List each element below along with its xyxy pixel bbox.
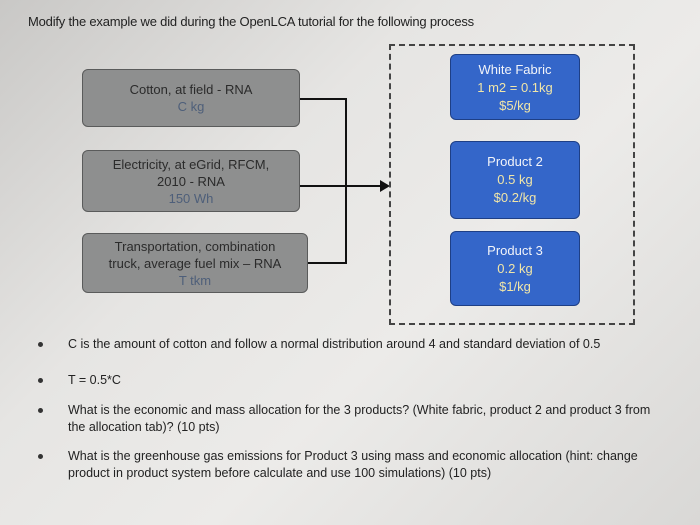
- input-transport-name-1: Transportation, combination: [114, 239, 276, 254]
- product-white-fabric-box: White Fabric 1 m2 = 0.1kg $5/kg: [450, 54, 580, 120]
- product-3-name: Product 3: [487, 243, 543, 258]
- arrow-head-icon: [380, 180, 390, 192]
- input-cotton-name: Cotton, at field - RNA: [129, 82, 253, 97]
- product-3-price: $1/kg: [499, 279, 531, 294]
- input-cotton-amount: C kg: [177, 99, 205, 114]
- connector-to-process: [345, 185, 381, 187]
- input-electricity-name-2: 2010 - RNA: [157, 174, 225, 189]
- input-transport-name-2: truck, average fuel mix – RNA: [108, 256, 282, 271]
- bullet-icon: [38, 342, 43, 347]
- product-2-box: Product 2 0.5 kg $0.2/kg: [450, 141, 580, 219]
- input-electricity-box: Electricity, at eGrid, RFCM, 2010 - RNA …: [82, 150, 300, 212]
- bullet-icon: [38, 378, 43, 383]
- input-transport-amount: T tkm: [178, 273, 212, 288]
- product-2-amount: 0.5 kg: [497, 172, 533, 187]
- bullet-icon: [38, 454, 43, 459]
- input-electricity-name-1: Electricity, at eGrid, RFCM,: [112, 157, 270, 172]
- process-boundary: [389, 44, 635, 325]
- page-title: Modify the example we did during the Ope…: [28, 14, 474, 29]
- input-cotton-box: Cotton, at field - RNA C kg: [82, 69, 300, 127]
- connector-transport: [308, 262, 346, 264]
- input-electricity-amount: 150 Wh: [168, 191, 214, 206]
- product-2-name: Product 2: [487, 154, 543, 169]
- product-white-fabric-amount: 1 m2 = 0.1kg: [477, 80, 553, 95]
- input-transport-box: Transportation, combination truck, avera…: [82, 233, 308, 293]
- bullet-icon: [38, 408, 43, 413]
- product-3-box: Product 3 0.2 kg $1/kg: [450, 231, 580, 306]
- product-2-price: $0.2/kg: [493, 190, 537, 205]
- connector-cotton: [300, 98, 346, 100]
- connector-electricity: [300, 185, 346, 187]
- connector-vertical: [345, 98, 347, 264]
- product-white-fabric-name: White Fabric: [478, 62, 552, 77]
- product-white-fabric-price: $5/kg: [499, 98, 531, 113]
- product-3-amount: 0.2 kg: [497, 261, 533, 276]
